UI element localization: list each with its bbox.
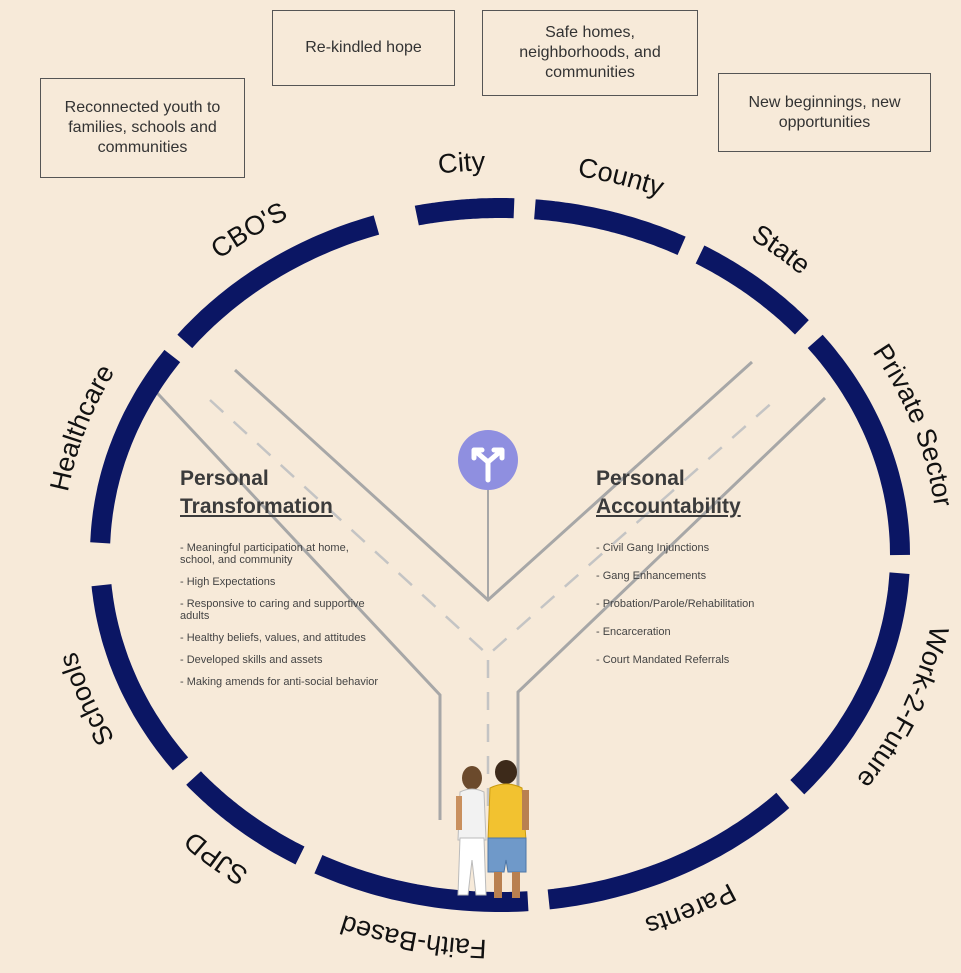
- ring-segment-cbo-s: [177, 215, 380, 349]
- ring-segment-state: [695, 245, 809, 335]
- list-item: - Making amends for anti-social behavior: [180, 676, 379, 688]
- ring-segment-city: [414, 198, 515, 226]
- ring-label-county: County: [576, 152, 668, 202]
- road-right-outer-edge: [516, 396, 827, 820]
- ring-label-faith-based: Faith-Based: [337, 909, 488, 964]
- list-item: - Healthy beliefs, values, and attitudes: [180, 632, 366, 644]
- ring-segment-healthcare: [90, 349, 181, 544]
- left-title-line1: Personal: [180, 467, 269, 490]
- ring-label-parents: Parents: [642, 878, 741, 942]
- left-bullet-list: - Meaningful participation at home, scho…: [180, 542, 380, 698]
- list-item: - Court Mandated Referrals: [596, 654, 730, 666]
- fork-road: [143, 360, 827, 820]
- outcome-box-reconnected: Reconnected youth to families, schools a…: [40, 78, 245, 178]
- list-item: - Gang Enhancements: [596, 570, 707, 582]
- ring-segment-work-2-future: [790, 572, 910, 795]
- ring-segment-private-sector: [807, 334, 910, 556]
- ring-segment-faith-based: [314, 855, 529, 912]
- outcome-box-safe: Safe homes, neighborhoods, and communiti…: [482, 10, 698, 96]
- list-item: - Responsive to caring and supportive ad…: [180, 598, 365, 622]
- right-bullet-list: - Civil Gang Injunctions - Gang Enhancem…: [596, 542, 796, 676]
- list-item: - Probation/Parole/Rehabilitation: [596, 598, 755, 610]
- outcome-box-rekindled: Re-kindled hope: [272, 10, 455, 86]
- road-left-outer-edge: [143, 378, 442, 820]
- right-column-title: Personal Accountability: [596, 465, 741, 521]
- list-item: - High Expectations: [180, 576, 276, 588]
- ring-label-city: City: [436, 146, 486, 179]
- outcome-reconnected-text: Reconnected youth to families, schools a…: [64, 99, 221, 156]
- list-item: - Civil Gang Injunctions: [596, 542, 710, 554]
- people-figures: [456, 760, 529, 898]
- right-title-line2: Accountability: [596, 495, 741, 518]
- left-column-title: Personal Transformation: [180, 465, 333, 521]
- ring-label-state: State: [747, 219, 816, 281]
- ring-segment-county: [534, 199, 686, 255]
- list-item: - Developed skills and assets: [180, 654, 323, 666]
- right-title-line1: Personal: [596, 467, 685, 490]
- outcome-box-new: New beginnings, new opportunities: [718, 73, 931, 152]
- fork-road-sign-icon: [458, 430, 518, 490]
- ring-segment-sjpd: [186, 771, 305, 865]
- ring-segment-parents: [547, 792, 790, 910]
- outcome-safe-text: Safe homes, neighborhoods, and communiti…: [519, 24, 661, 81]
- list-item: - Meaningful participation at home, scho…: [180, 542, 349, 566]
- ring-label-cbo-s: CBO'S: [205, 196, 291, 264]
- road-dashes: [209, 399, 776, 820]
- ring-segment-schools: [91, 584, 189, 771]
- list-item: - Encarceration: [596, 626, 671, 638]
- outcome-new-text: New beginnings, new opportunities: [748, 93, 901, 131]
- left-title-line2: Transformation: [180, 495, 333, 518]
- ring-label-sjpd: SJPD: [178, 826, 252, 891]
- outcome-rekindled-text: Re-kindled hope: [305, 39, 422, 56]
